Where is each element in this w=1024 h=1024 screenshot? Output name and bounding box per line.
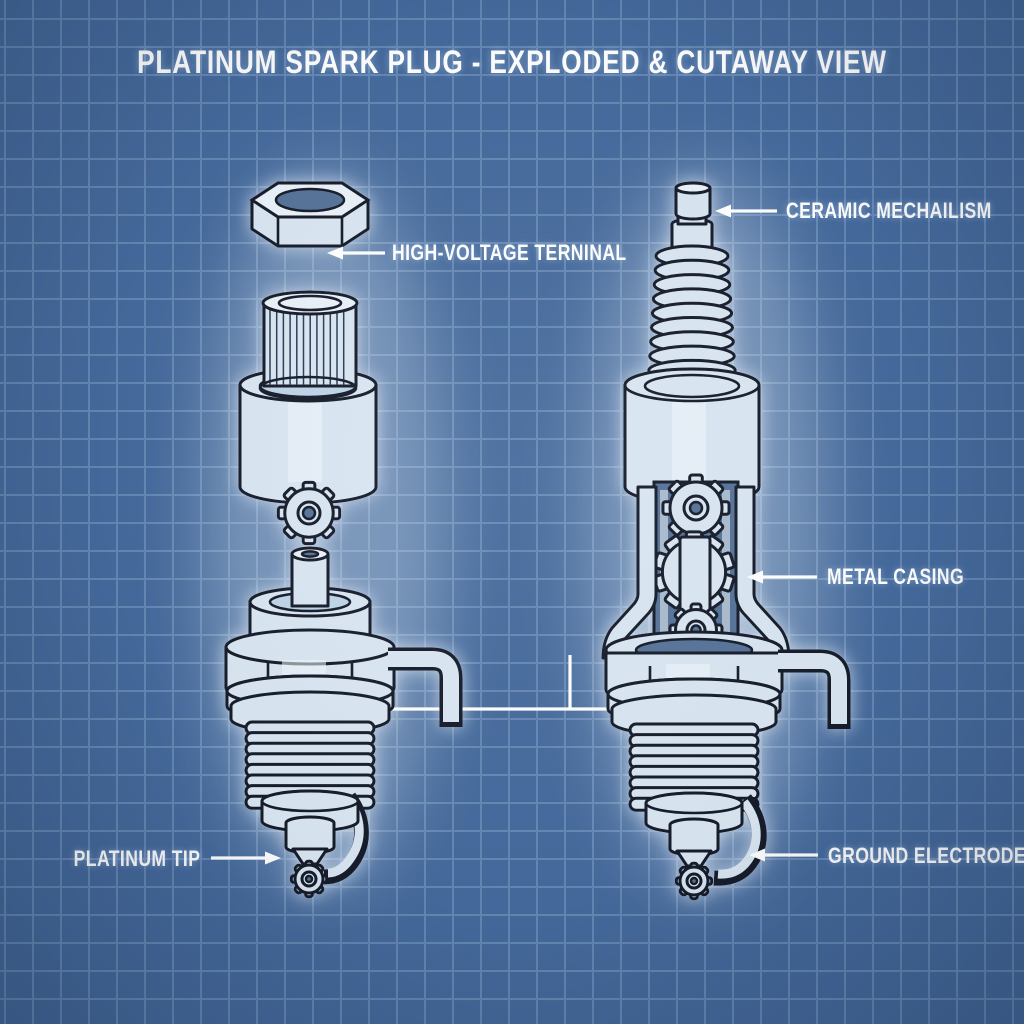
bent-arm: [388, 647, 463, 727]
label-ceramic-mechanism: CERAMIC MECHAILISM: [786, 198, 992, 223]
label-platinum-tip: PLATINUM TIP: [73, 846, 200, 871]
platinum-tip-gear: [674, 861, 714, 901]
label-metal-casing: METAL CASING: [827, 564, 965, 589]
exploded-spark-plug-figure: [224, 181, 463, 899]
label-ground-electrode: GROUND ELECTRODE: [828, 843, 1024, 868]
bent-arm: [778, 649, 851, 729]
ground-electrode-arm: [713, 794, 767, 886]
insulator-ribs: [269, 305, 345, 385]
diagram-title: PLATINUM SPARK PLUG - EXPLODED & CUTAWAY…: [137, 44, 887, 80]
insulator-shell: [238, 290, 378, 505]
cutaway-spark-plug-figure: [601, 181, 851, 901]
internal-gear: [276, 480, 342, 546]
flange-washer: [225, 674, 395, 735]
terminal-nut: [249, 181, 371, 248]
arrow-high-voltage-terminal: [327, 246, 385, 260]
arrow-ceramic-mechanism: [715, 204, 777, 218]
platinum-tip-gear: [289, 859, 329, 899]
mechanism-gear-top: [661, 473, 731, 543]
arrow-platinum-tip: [211, 851, 281, 865]
callout-arrows: [211, 204, 818, 865]
arrow-ground-electrode: [749, 848, 818, 862]
label-high-voltage-terminal: HIGH-VOLTAGE TERNINAL: [392, 240, 627, 265]
arrow-metal-casing: [747, 570, 817, 584]
section-connector-line: [385, 655, 640, 711]
center-electrode-tip: [644, 791, 744, 877]
